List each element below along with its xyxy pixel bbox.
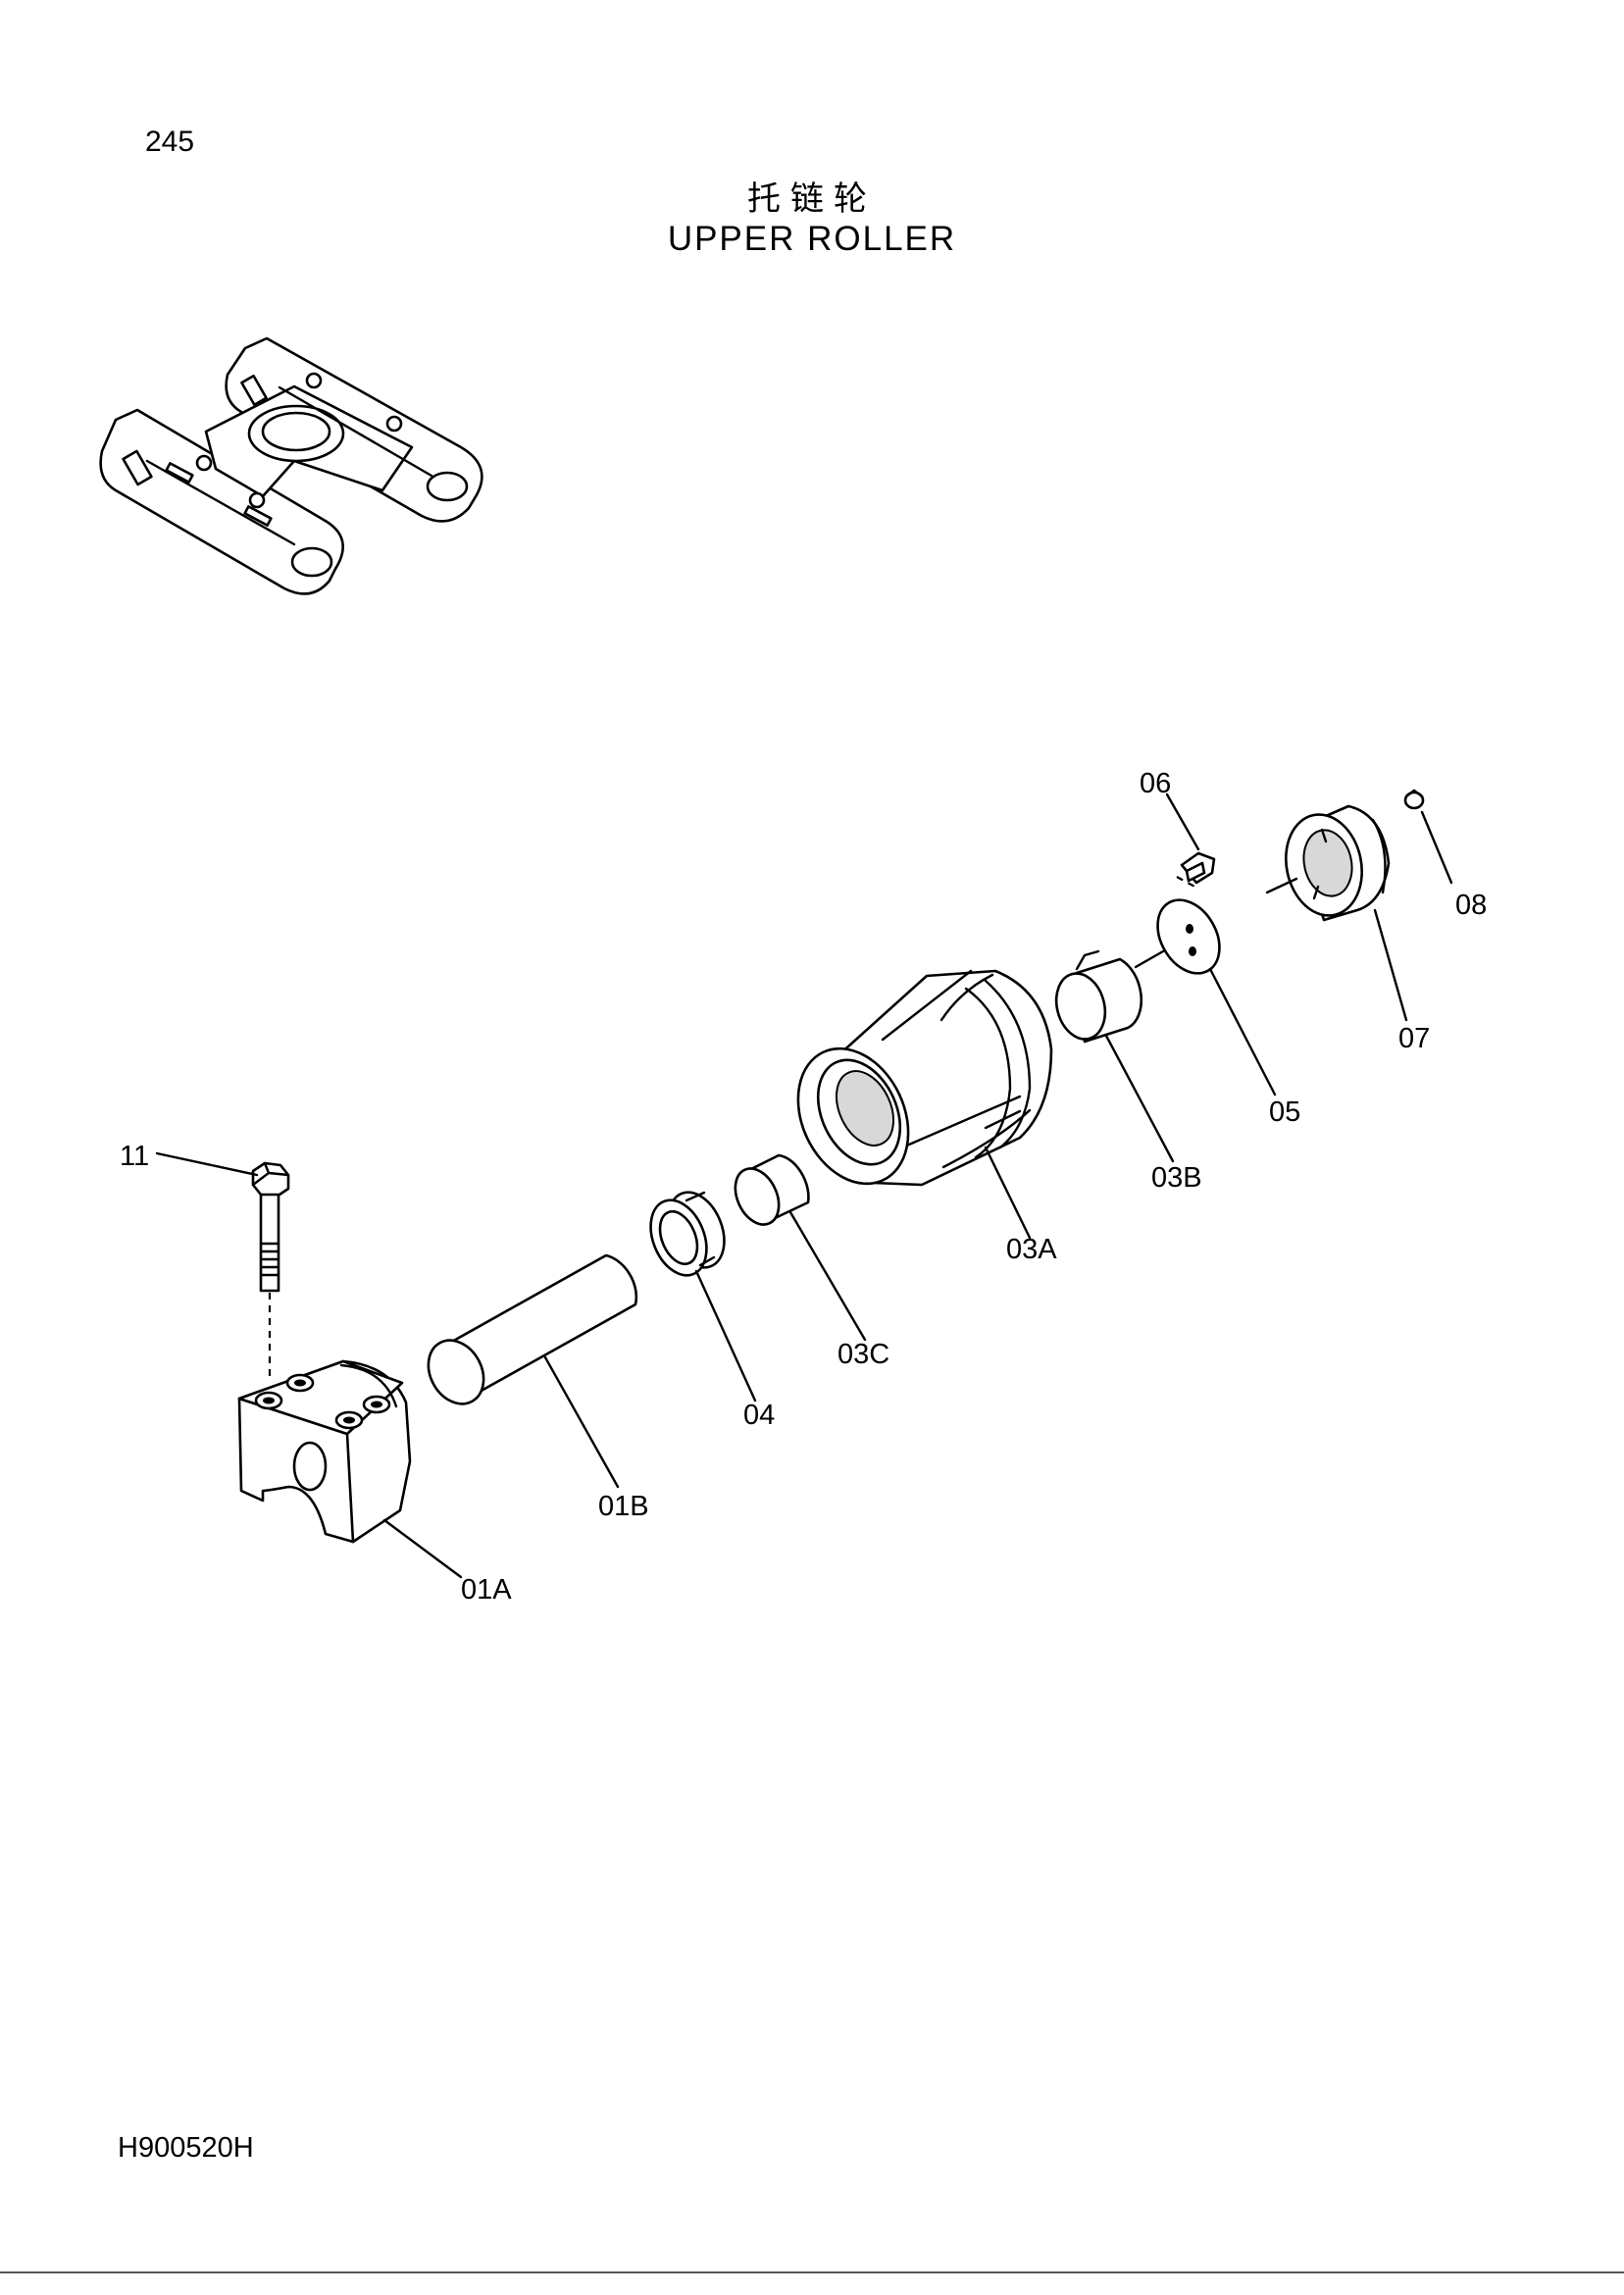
drawing-code: H900520H [118, 2132, 254, 2164]
callout-07: 07 [1398, 1023, 1430, 1054]
callout-03A: 03A [1006, 1234, 1057, 1265]
callout-03B: 03B [1151, 1162, 1202, 1194]
leader-lines [155, 792, 1453, 1579]
bolt-06 [1176, 851, 1216, 890]
page-title-chinese: 托链轮 [747, 179, 877, 219]
callout-01B: 01B [598, 1491, 649, 1522]
flanged-bushing-03B [1054, 949, 1143, 1044]
page-title-english: UPPER ROLLER [667, 220, 957, 258]
callout-04: 04 [743, 1400, 775, 1431]
bushing-03C [734, 1153, 810, 1226]
page-number: 245 [145, 126, 195, 158]
callout-08: 08 [1455, 890, 1487, 921]
bolt-11 [251, 1161, 290, 1377]
callout-06: 06 [1140, 768, 1171, 799]
callout-03C: 03C [837, 1339, 889, 1370]
bracket-01A [237, 1359, 412, 1544]
callout-labels: 11 01A 01B 04 03C 03A 03B 05 06 07 08 [120, 768, 1487, 1606]
callout-11: 11 [120, 1141, 149, 1172]
bottom-rule [0, 2271, 1624, 2273]
plug-08 [1403, 789, 1425, 810]
plate-05 [1134, 898, 1221, 975]
callout-01A: 01A [461, 1574, 512, 1606]
roller-03A [796, 969, 1053, 1187]
track-frame-thumbnail [99, 336, 483, 595]
callout-05: 05 [1269, 1096, 1300, 1128]
cover-07 [1265, 804, 1391, 922]
floating-seal-04 [649, 1191, 726, 1277]
shaft-01B [427, 1253, 638, 1405]
